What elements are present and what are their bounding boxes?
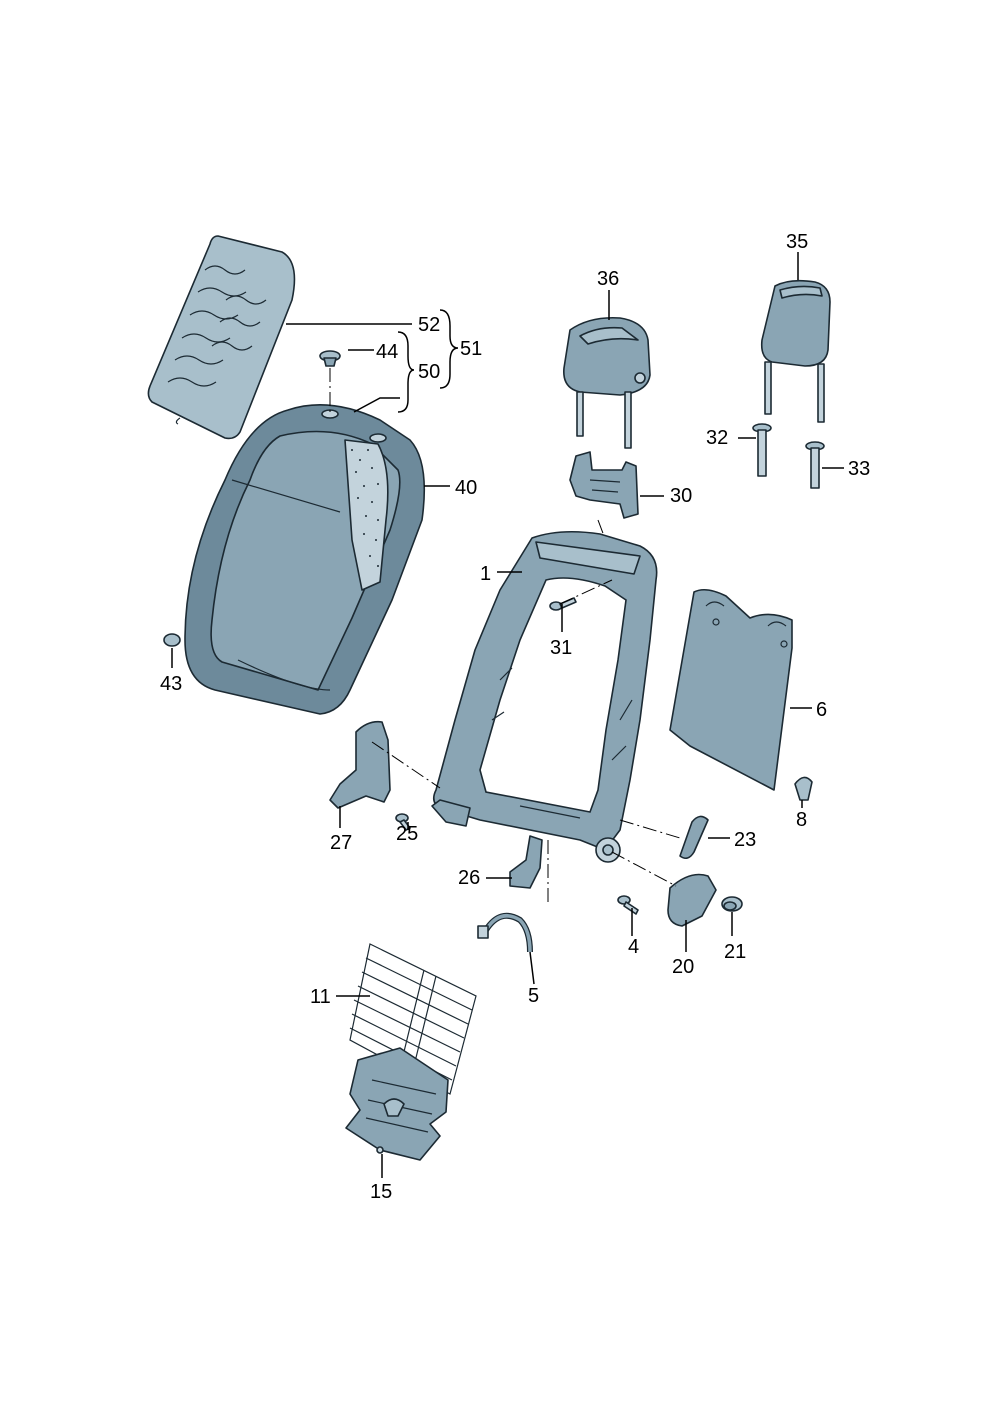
part-1-backrest-frame — [431, 530, 658, 863]
callout-labels: 1 4 5 6 8 11 15 20 21 23 25 26 27 30 31 … — [160, 231, 870, 1203]
part-27-side-cover — [329, 720, 391, 809]
callout-32: 32 — [706, 427, 728, 449]
part-32-guide — [752, 423, 772, 477]
callout-44: 44 — [376, 341, 398, 363]
part-33-guide — [805, 441, 825, 489]
callout-25: 25 — [396, 823, 418, 845]
part-40-backrest-cover — [184, 404, 426, 715]
callout-4: 4 — [628, 936, 639, 958]
part-23-trim-strip — [679, 815, 709, 860]
callout-31: 31 — [550, 637, 572, 659]
part-6-back-panel — [669, 588, 793, 791]
callout-21: 21 — [724, 941, 746, 963]
callout-36: 36 — [597, 268, 619, 290]
part-36-headrest — [563, 316, 651, 449]
part-4-screw — [617, 895, 639, 915]
callout-15: 15 — [370, 1181, 392, 1203]
callout-50: 50 — [418, 361, 440, 383]
callout-33: 33 — [848, 458, 870, 480]
part-21-cap — [721, 896, 743, 912]
callout-30: 30 — [670, 485, 692, 507]
part-26-bracket — [509, 835, 543, 889]
leader-lines — [171, 252, 844, 1178]
callout-11: 11 — [310, 986, 331, 1008]
callout-23: 23 — [734, 829, 756, 851]
callout-26: 26 — [458, 867, 480, 889]
callout-1: 1 — [480, 563, 491, 585]
callout-51: 51 — [460, 338, 482, 360]
callout-6: 6 — [816, 699, 827, 721]
part-20-cover — [667, 873, 717, 927]
part-43-clip — [163, 633, 181, 647]
part-35-headrest — [760, 279, 831, 423]
callout-27: 27 — [330, 832, 352, 854]
callout-40: 40 — [455, 477, 477, 499]
part-30-bracket — [569, 451, 639, 519]
callout-43: 43 — [160, 673, 182, 695]
callout-5: 5 — [528, 985, 539, 1007]
part-44-grommet — [319, 350, 341, 367]
callout-35: 35 — [786, 231, 808, 253]
part-15-lumbar-support — [345, 1047, 449, 1161]
part-5-cable — [477, 912, 533, 953]
callout-20: 20 — [672, 956, 694, 978]
part-52-heating-mat — [147, 235, 296, 440]
callout-52: 52 — [418, 314, 440, 336]
part-31-screw — [549, 597, 577, 611]
alignment-lines — [329, 368, 681, 906]
callout-8: 8 — [796, 809, 807, 831]
part-8-clip — [794, 776, 813, 801]
